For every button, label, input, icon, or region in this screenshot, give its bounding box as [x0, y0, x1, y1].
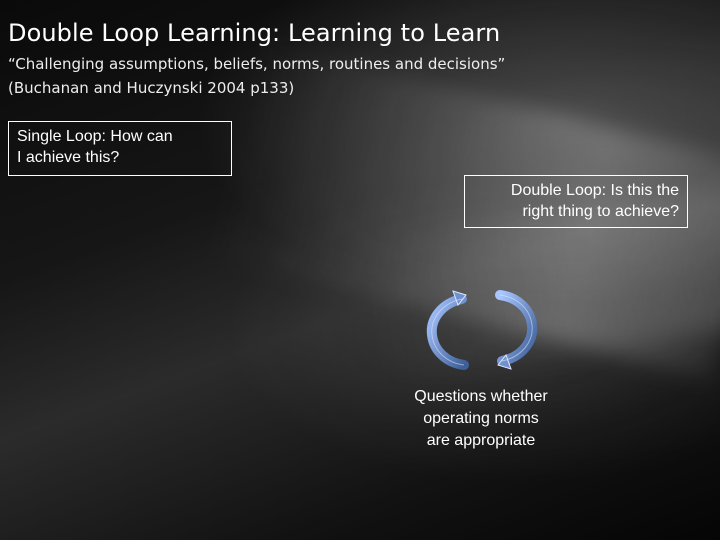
single-loop-line-1: Single Loop: How can — [17, 128, 173, 145]
double-loop-line-1: Double Loop: Is this the — [510, 182, 679, 199]
caption-line-2: operating norms — [423, 410, 539, 427]
caption-line-3: are appropriate — [426, 432, 536, 449]
circular-arrows-icon — [426, 290, 538, 370]
caption-line-1: Questions whether — [414, 388, 548, 405]
slide-title: Double Loop Learning: Learning to Learn — [8, 19, 501, 47]
cycle-caption: Questions whether operating norms are ap… — [396, 386, 566, 452]
slide-subtitle: “Challenging assumptions, beliefs, norms… — [8, 52, 618, 100]
double-loop-line-2: right thing to achieve? — [522, 203, 679, 220]
double-loop-box: Double Loop: Is this the right thing to … — [464, 175, 688, 228]
subtitle-quote: “Challenging assumptions, beliefs, norms… — [8, 55, 506, 73]
single-loop-line-2: I achieve this? — [17, 149, 120, 166]
single-loop-box: Single Loop: How can I achieve this? — [8, 121, 232, 176]
subtitle-citation: (Buchanan and Huczynski 2004 p133) — [8, 79, 295, 97]
